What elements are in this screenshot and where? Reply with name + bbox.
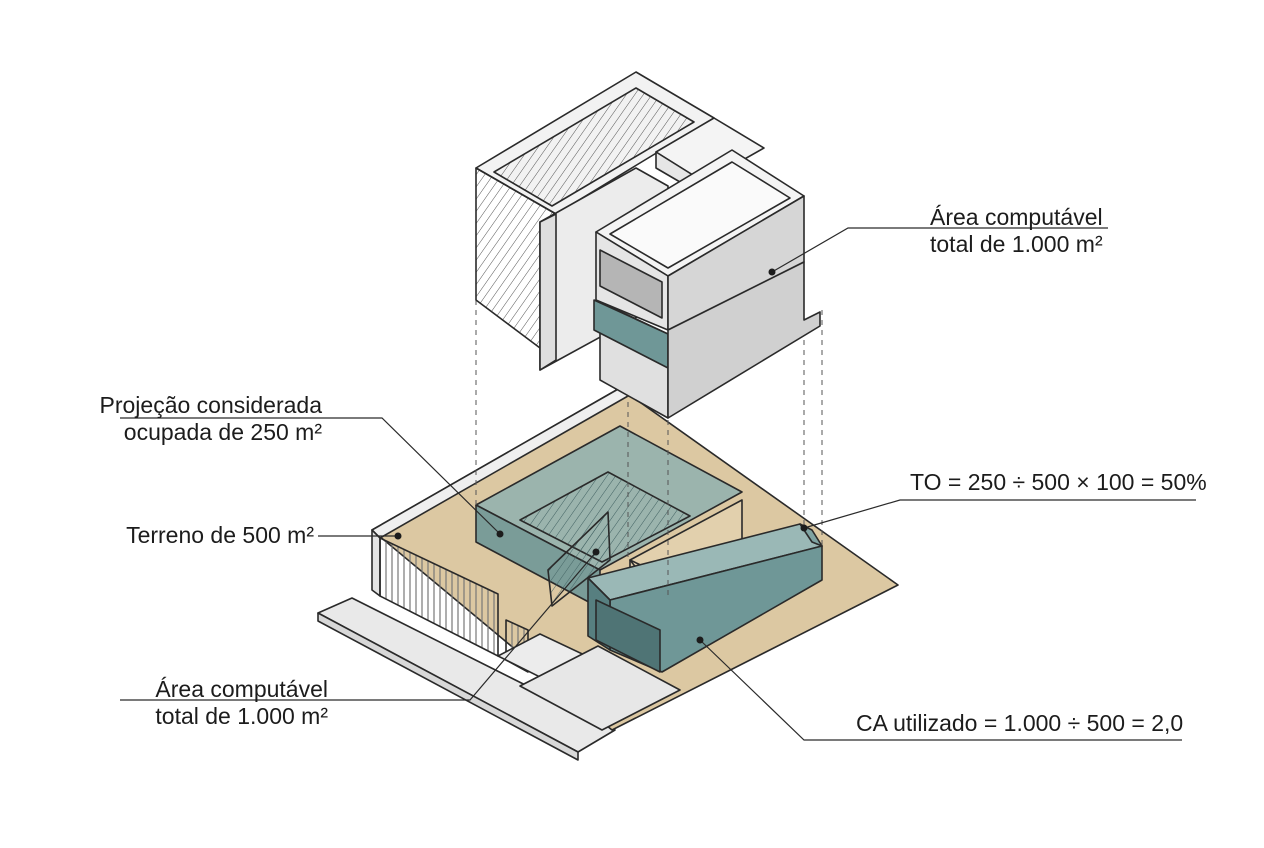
projection-line2: ocupada de 250 m²	[123, 419, 322, 445]
upper-area-line1: Área computável	[930, 204, 1103, 230]
base-slab-front	[317, 612, 579, 761]
lower-area-line2: total de 1.000 m²	[155, 703, 328, 729]
terrain-group	[317, 387, 899, 761]
boundary-wall-face	[371, 529, 381, 597]
projection-line1: Projeção considerada	[99, 392, 322, 418]
upper-window	[599, 249, 663, 319]
projection-lines	[475, 300, 823, 600]
upper-lower-right-face	[667, 261, 821, 419]
upper-wing-roof-hatch	[493, 87, 695, 207]
lower-area-line1: Área computável	[155, 676, 328, 702]
leader-dots	[394, 268, 808, 644]
upper-area-label: Área computável total de 1.000 m²	[930, 204, 1103, 258]
upper-area-line2: total de 1.000 m²	[930, 231, 1103, 257]
courtyard-stair	[547, 511, 611, 607]
ca-formula-label: CA utilizado = 1.000 ÷ 500 = 2,0	[856, 710, 1184, 736]
upper-wing-side	[539, 213, 557, 371]
leader-lines	[120, 227, 1196, 741]
to-formula-label: TO = 250 ÷ 500 × 100 = 50%	[910, 469, 1207, 495]
terrain-label: Terreno de 500 m²	[126, 522, 314, 548]
driveway	[519, 645, 681, 731]
upper-volume	[475, 71, 821, 419]
lower-area-label: Área computável total de 1.000 m²	[155, 676, 328, 730]
projection-label: Projeção considerada ocupada de 250 m²	[100, 392, 322, 446]
upper-block-top-inner	[609, 161, 791, 269]
garage-door	[595, 599, 661, 673]
